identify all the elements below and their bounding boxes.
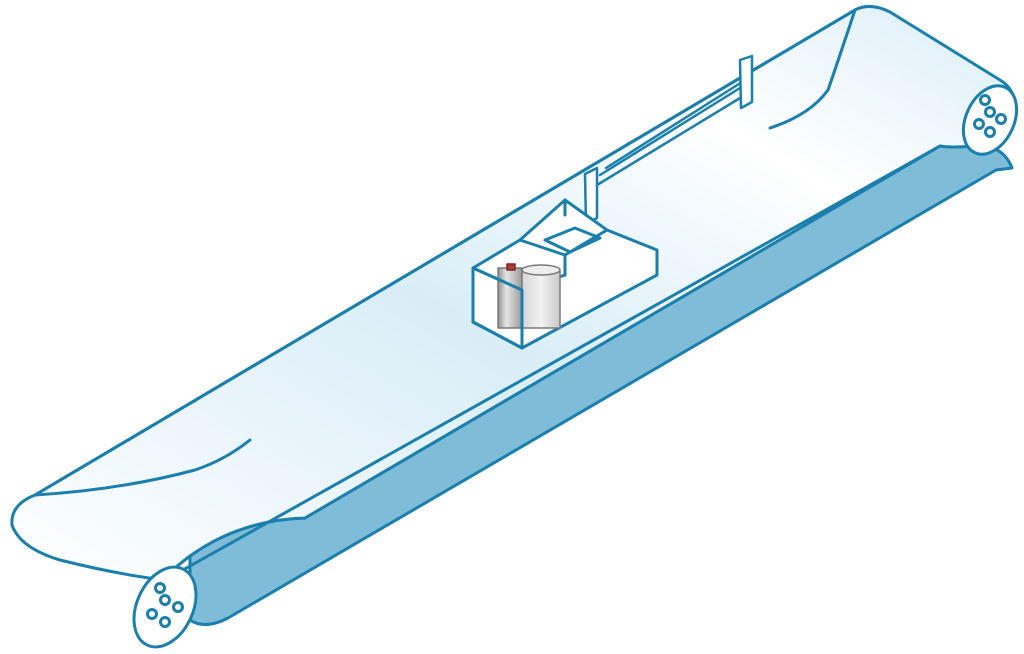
belt-edge-back <box>33 8 857 497</box>
belt-inner-curve-top <box>768 8 857 130</box>
pusher-box-front-edge <box>471 266 524 350</box>
belt-inner-curve-bottom <box>33 438 252 497</box>
left-pulley-icon <box>132 565 198 649</box>
right-pulley-icon <box>961 84 1019 156</box>
belt-edge-front <box>163 144 942 582</box>
can-icon <box>497 263 561 329</box>
pusher-arm <box>583 54 754 226</box>
